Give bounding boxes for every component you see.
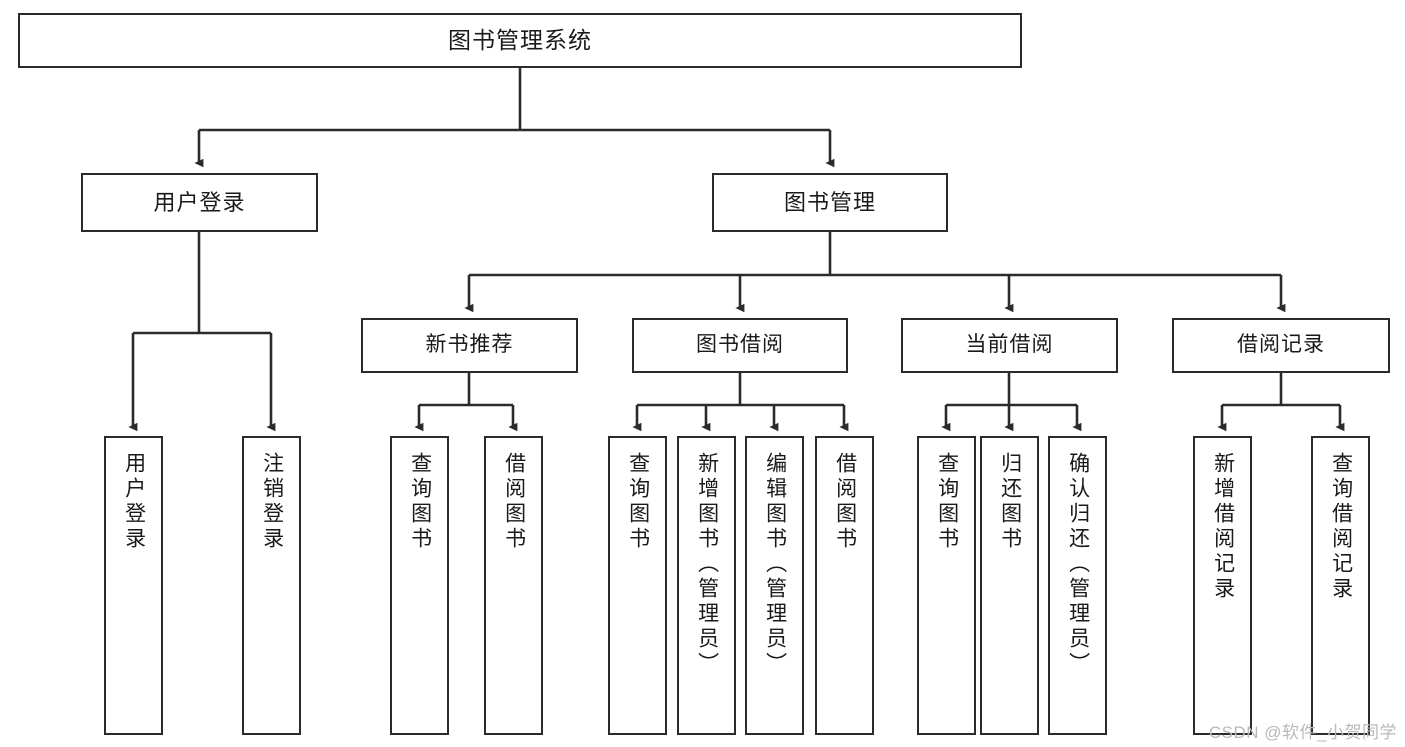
node-user-login[interactable]: 用户登录 bbox=[81, 173, 318, 232]
leaf-add-borrow-record[interactable]: 新增借阅记录 bbox=[1193, 436, 1252, 735]
leaf-confirm-return-admin[interactable]: 确认归还（管理员） bbox=[1048, 436, 1107, 735]
node-label: 查询图书 bbox=[935, 452, 959, 552]
node-label: 查询图书 bbox=[408, 452, 432, 552]
node-label: 查询图书 bbox=[626, 452, 650, 552]
leaf-borrow-book-new[interactable]: 借阅图书 bbox=[484, 436, 543, 735]
leaf-edit-book-admin[interactable]: 编辑图书（管理员） bbox=[745, 436, 804, 735]
leaf-query-borrow-record[interactable]: 查询借阅记录 bbox=[1311, 436, 1370, 735]
node-book-management[interactable]: 图书管理 bbox=[712, 173, 948, 232]
node-label: 借阅记录 bbox=[1237, 333, 1325, 357]
node-label: 归还图书 bbox=[998, 452, 1022, 552]
leaf-query-book-new[interactable]: 查询图书 bbox=[390, 436, 449, 735]
node-label: 图书借阅 bbox=[696, 333, 784, 357]
node-label: 确认归还（管理员） bbox=[1066, 452, 1090, 677]
node-label: 图书管理 bbox=[783, 189, 876, 215]
node-root-system[interactable]: 图书管理系统 bbox=[18, 13, 1022, 68]
node-label: 用户登录 bbox=[153, 189, 246, 215]
leaf-borrow-book[interactable]: 借阅图书 bbox=[815, 436, 874, 735]
node-label: 新书推荐 bbox=[425, 333, 514, 357]
node-label: 图书管理系统 bbox=[448, 27, 592, 54]
node-label: 新增图书（管理员） bbox=[695, 452, 719, 677]
node-current-borrow[interactable]: 当前借阅 bbox=[901, 318, 1118, 373]
leaf-query-book-borrow[interactable]: 查询图书 bbox=[608, 436, 667, 735]
leaf-query-book-current[interactable]: 查询图书 bbox=[917, 436, 976, 735]
node-label: 借阅图书 bbox=[833, 452, 857, 552]
leaf-user-logout[interactable]: 注销登录 bbox=[242, 436, 301, 735]
node-label: 用户登录 bbox=[122, 452, 146, 552]
node-book-borrow[interactable]: 图书借阅 bbox=[632, 318, 848, 373]
node-label: 新增借阅记录 bbox=[1211, 452, 1235, 602]
node-borrow-record[interactable]: 借阅记录 bbox=[1172, 318, 1390, 373]
node-label: 注销登录 bbox=[260, 452, 284, 552]
node-label: 查询借阅记录 bbox=[1329, 452, 1353, 602]
node-new-book-recommend[interactable]: 新书推荐 bbox=[361, 318, 578, 373]
node-label: 编辑图书（管理员） bbox=[763, 452, 787, 677]
node-label: 当前借阅 bbox=[965, 333, 1054, 357]
node-label: 借阅图书 bbox=[502, 452, 526, 552]
csdn-watermark: CSDN @软件_小贺同学 bbox=[1208, 723, 1397, 742]
leaf-user-login[interactable]: 用户登录 bbox=[104, 436, 163, 735]
leaf-return-book[interactable]: 归还图书 bbox=[980, 436, 1039, 735]
leaf-add-book-admin[interactable]: 新增图书（管理员） bbox=[677, 436, 736, 735]
